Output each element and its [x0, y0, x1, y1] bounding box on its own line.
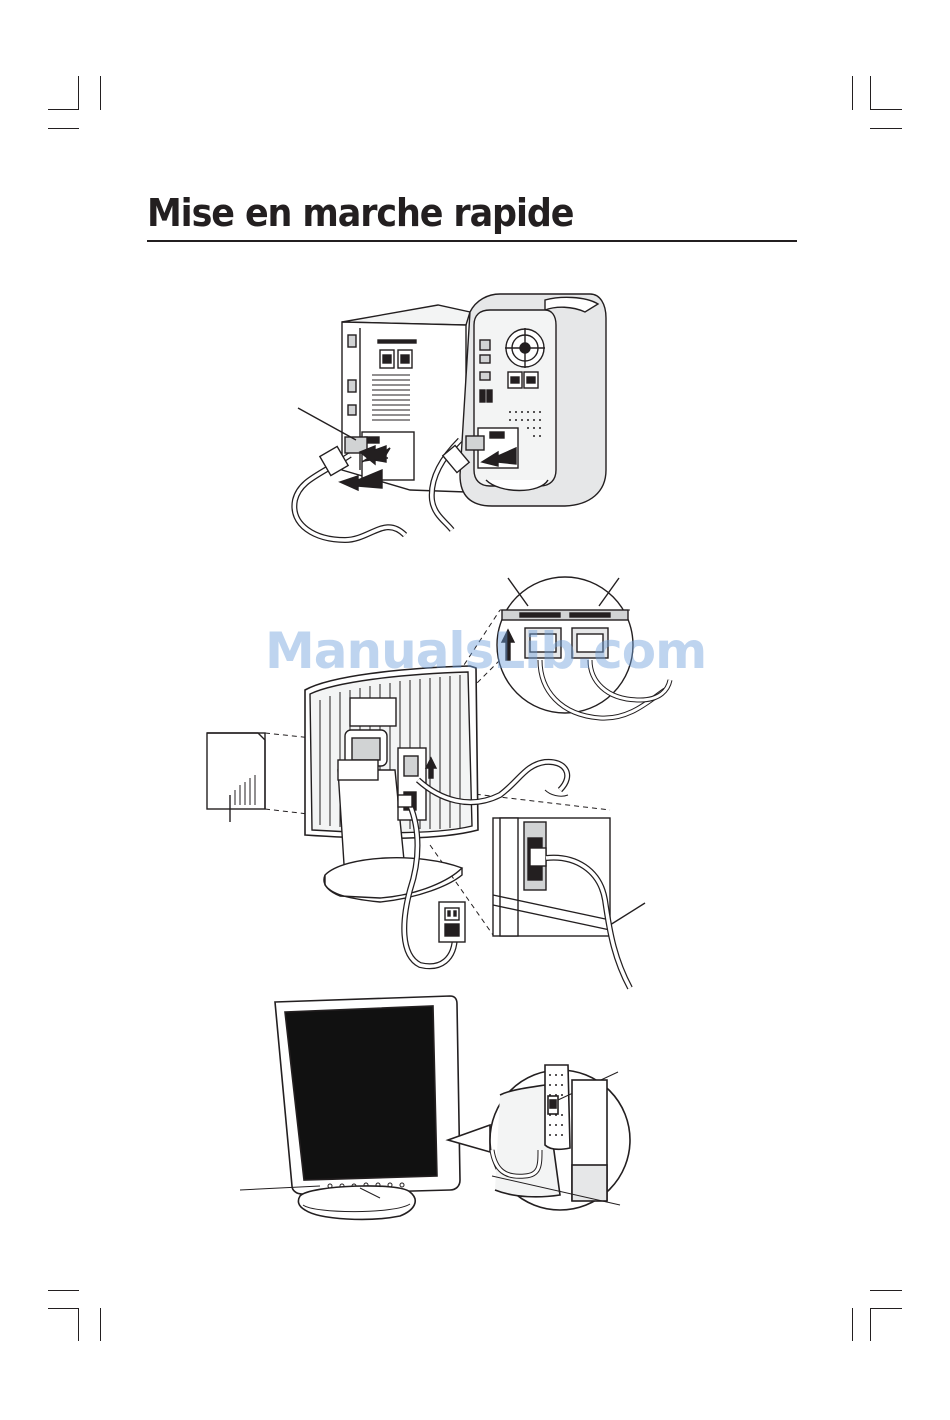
wall-outlet — [439, 902, 465, 942]
mac-tower — [460, 294, 606, 506]
magnified-power-switch — [490, 1065, 630, 1210]
cable-cover — [207, 733, 265, 822]
magnified-power — [493, 818, 645, 988]
monitor-front-power-figure — [240, 996, 630, 1219]
pc-mac-connection-figure — [294, 294, 606, 540]
monitor-front — [240, 996, 490, 1219]
watermark: ManualsLib.com — [265, 622, 705, 680]
